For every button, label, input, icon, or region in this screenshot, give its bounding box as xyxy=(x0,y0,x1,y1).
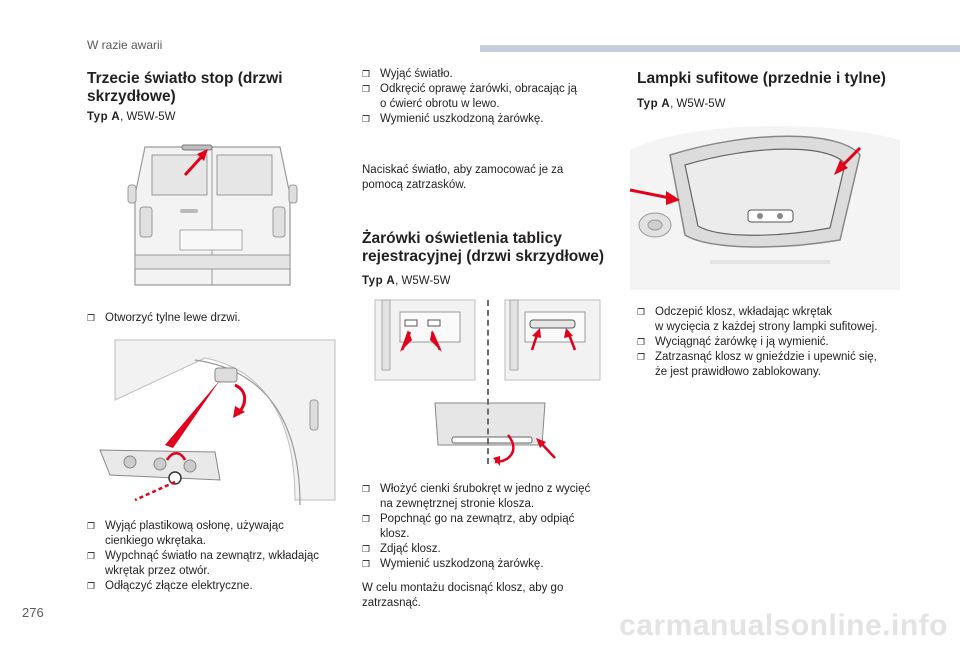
typ-value: , W5W-5W xyxy=(670,98,726,110)
square-arrow-bullet-icon: ❐ xyxy=(362,69,371,79)
step-text: Wypchnąć światło na zewnątrz, wkładając xyxy=(105,550,320,562)
paragraph-line: W celu montażu docisnąć klosz, aby go xyxy=(362,582,564,594)
square-arrow-bullet-icon: ❐ xyxy=(362,114,371,124)
heading-line: Żarówki oświetlenia tablicy xyxy=(362,230,562,247)
square-arrow-bullet-icon: ❐ xyxy=(637,307,646,317)
step-item: ❐ Odczepić klosz, wkładając wkrętak xyxy=(637,305,907,320)
step-item: o ćwierć obrotu w lewo. xyxy=(362,97,612,112)
step-item: że jest prawidłowo zablokowany. xyxy=(637,365,907,380)
step-text: Wyciągnąć żarówkę i ją wymienić. xyxy=(655,336,829,348)
step-item: ❐ Wypchnąć światło na zewnątrz, wkładając xyxy=(87,549,357,564)
paragraph-line: zatrzasnąć. xyxy=(362,597,421,609)
square-arrow-bullet-icon: ❐ xyxy=(362,559,371,569)
brake-light-removal-figure xyxy=(99,339,336,506)
square-arrow-bullet-icon: ❐ xyxy=(87,551,96,561)
step-text: Zatrzasnąć klosz w gnieździe i upewnić s… xyxy=(655,351,877,363)
paragraph-refit-light: Naciskać światło, aby zamocować je za po… xyxy=(362,163,612,193)
step-text: cienkiego wkrętaka. xyxy=(105,535,206,547)
square-arrow-bullet-icon: ❐ xyxy=(87,581,96,591)
typ-value: , W5W-5W xyxy=(395,275,451,287)
step-text: o ćwierć obrotu w lewo. xyxy=(380,98,500,110)
step-item: ❐ Odkręcić oprawę żarówki, obracając ją xyxy=(362,82,612,97)
step-text: Zdjąć klosz. xyxy=(380,543,441,555)
bulb-type-label: Typ A, W5W-5W xyxy=(637,98,726,110)
figure-divider xyxy=(487,300,489,464)
steps-brake-light: ❐ Wyjąć plastikową osłonę, używając cienk… xyxy=(87,519,357,594)
step-item: ❐ Zatrzasnąć klosz w gnieździe i upewnić … xyxy=(637,350,907,365)
square-arrow-bullet-icon: ❐ xyxy=(87,521,96,531)
header-bar xyxy=(480,45,960,52)
heading-plate-lamp: Żarówki oświetlenia tablicy rejestracyjn… xyxy=(362,230,604,266)
square-arrow-bullet-icon: ❐ xyxy=(87,313,96,323)
heading-third-brake-light: Trzecie światło stop (drzwi skrzydłowe) xyxy=(87,70,283,106)
square-arrow-bullet-icon: ❐ xyxy=(362,514,371,524)
bulb-type-label: Typ A, W5W-5W xyxy=(87,111,176,123)
paragraph-line: pomocą zatrzasków. xyxy=(362,179,467,191)
typ-value: , W5W-5W xyxy=(120,111,176,123)
step-item: ❐ Popchnąć go na zewnątrz, aby odpiąć xyxy=(362,512,612,527)
plate-lamp-figure xyxy=(374,299,601,466)
step-text: że jest prawidłowo zablokowany. xyxy=(655,366,821,378)
step-text: klosz. xyxy=(380,528,410,540)
heading-line: Trzecie światło stop (drzwi xyxy=(87,70,283,87)
step-text: Otworzyć tylne lewe drzwi. xyxy=(105,312,241,324)
step-text: Wyjąć plastikową osłonę, używając xyxy=(105,520,284,532)
step-open-door: ❐ Otworzyć tylne lewe drzwi. xyxy=(87,311,305,326)
step-item: wkrętak przez otwór. xyxy=(87,564,357,579)
section-title: W razie awarii xyxy=(87,38,163,52)
step-item: w wycięcia z każdej strony lampki sufito… xyxy=(637,320,907,335)
step-item: na zewnętrznej stronie klosza. xyxy=(362,497,612,512)
paragraph-refit-lens: W celu montażu docisnąć klosz, aby go za… xyxy=(362,581,612,611)
step-item: ❐ Wyjąć plastikową osłonę, używając xyxy=(87,519,357,534)
heading-ceiling-lamps: Lampki sufitowe (przednie i tylne) xyxy=(637,70,886,87)
square-arrow-bullet-icon: ❐ xyxy=(362,544,371,554)
step-item: ❐ Wymienić uszkodzoną żarówkę. xyxy=(362,557,612,572)
heading-line: skrzydłowe) xyxy=(87,88,176,105)
square-arrow-bullet-icon: ❐ xyxy=(362,84,371,94)
bulb-type-label: Typ A, W5W-5W xyxy=(362,275,451,287)
step-text: Odczepić klosz, wkładając wkrętak xyxy=(655,306,833,318)
step-text: Wymienić uszkodzoną żarówkę. xyxy=(380,113,544,125)
step-item: ❐ Włożyć cienki śrubokręt w jedno z wycię… xyxy=(362,482,612,497)
steps-plate-lamp: ❐ Włożyć cienki śrubokręt w jedno z wycię… xyxy=(362,482,612,572)
step-item: ❐ Wyciągnąć żarówkę i ją wymienić. xyxy=(637,335,907,350)
step-text: Wyjąć światło. xyxy=(380,68,453,80)
step-text: w wycięcia z każdej strony lampki sufito… xyxy=(655,321,878,333)
square-arrow-bullet-icon: ❐ xyxy=(637,352,646,362)
step-text: Włożyć cienki śrubokręt w jedno z wycięć xyxy=(380,483,591,495)
step-text: Wymienić uszkodzoną żarówkę. xyxy=(380,558,544,570)
step-text: na zewnętrznej stronie klosza. xyxy=(380,498,535,510)
step-item: ❐ Wyjąć światło. xyxy=(362,67,612,82)
ceiling-lamp-figure xyxy=(629,126,900,290)
typ-label: Typ A xyxy=(637,98,671,110)
step-text: Odkręcić oprawę żarówki, obracając ją xyxy=(380,83,577,95)
square-arrow-bullet-icon: ❐ xyxy=(637,337,646,347)
van-rear-figure xyxy=(120,135,305,295)
step-item: ❐ Zdjąć klosz. xyxy=(362,542,612,557)
steps-remove-light: ❐ Wyjąć światło. ❐ Odkręcić oprawę żarówki… xyxy=(362,67,612,127)
step-item: ❐ Wymienić uszkodzoną żarówkę. xyxy=(362,112,612,127)
step-item: cienkiego wkrętaka. xyxy=(87,534,357,549)
heading-line: rejestracyjnej (drzwi skrzydłowe) xyxy=(362,248,605,265)
step-text: Odłączyć złącze elektryczne. xyxy=(105,580,253,592)
square-arrow-bullet-icon: ❐ xyxy=(362,484,371,494)
step-text: Popchnąć go na zewnątrz, aby odpiąć xyxy=(380,513,575,525)
step-text: wkrętak przez otwór. xyxy=(105,565,210,577)
typ-label: Typ A xyxy=(362,275,396,287)
typ-label: Typ A xyxy=(87,111,121,123)
step-item: ❐ Odłączyć złącze elektryczne. xyxy=(87,579,357,594)
paragraph-line: Naciskać światło, aby zamocować je za xyxy=(362,164,564,176)
steps-ceiling-lamp: ❐ Odczepić klosz, wkładając wkrętak w wyc… xyxy=(637,305,907,380)
step-item: klosz. xyxy=(362,527,612,542)
page-number: 276 xyxy=(22,605,44,620)
watermark: carmanualsonline.info xyxy=(619,609,948,642)
